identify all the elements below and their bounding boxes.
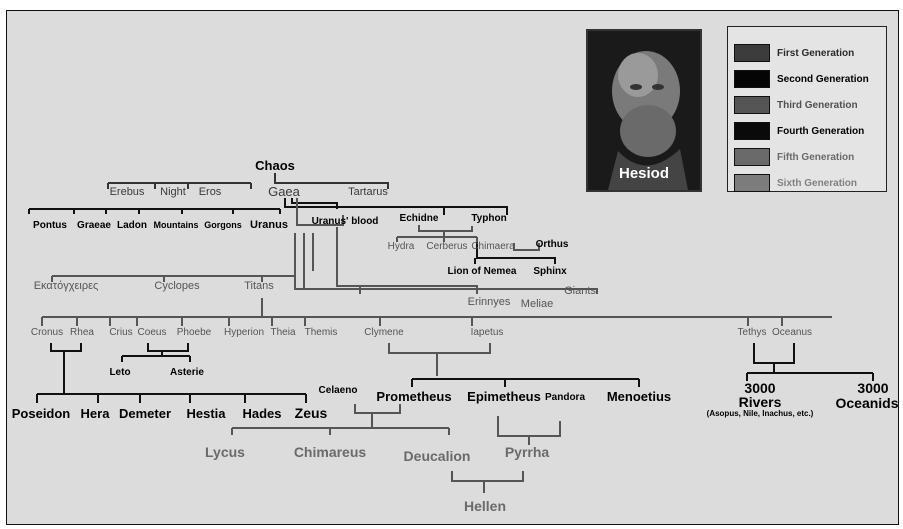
node-hades: Hades [242,406,282,421]
legend-label: Third Generation [777,100,858,111]
node-poseidon: Poseidon [11,406,71,421]
node-pontus: Pontus [33,220,67,231]
node-lycus: Lycus [205,444,245,460]
node-cyclopes: Cyclopes [154,280,200,292]
node-themis: Themis [304,327,338,338]
node-cerberus: Cerberus [426,241,468,252]
node-sphinx: Sphinx [533,266,567,277]
node-demeter: Demeter [118,406,172,421]
node-hydra: Hydra [387,241,415,252]
node-prometheus: Prometheus [376,389,452,404]
legend-label: First Generation [777,48,855,59]
legend-label: Sixth Generation [777,178,858,189]
node-gaea: Gaea [268,184,300,199]
node-echidne: Echidne [399,213,439,224]
node-typhon: Typhon [471,213,507,224]
node-erinnyes: Erinnyes [467,296,511,308]
node-epimetheus: Epimetheus [467,389,541,404]
legend-swatch [734,96,770,114]
node-uranus: Uranus [250,219,288,231]
node-coeus: Coeus [137,327,167,338]
node-chaos: Chaos [255,158,295,173]
node-hellen: Hellen [463,498,507,514]
node-cronus: Cronus [30,327,64,338]
node-theia: Theia [270,327,296,338]
node-rivers: Rivers [738,394,782,410]
legend-swatch [734,174,770,192]
node-meliae: Meliae [520,298,554,310]
node-rivers-count: 3000 [744,380,776,396]
genealogy-diagram: Hesiod First Generation Second Generatio… [6,10,899,525]
node-oceanids: Oceanids [835,395,899,411]
node-chimareus: Chimareus [293,444,367,460]
node-erebus: Erebus [109,186,145,198]
node-hestia: Hestia [186,406,226,421]
node-rivers-note: (Asopus, Nile, Inachus, etc.) [706,409,814,418]
node-eros: Eros [198,186,222,198]
node-phoebe: Phoebe [176,327,212,338]
node-asterie: Asterie [170,367,204,378]
node-orthus: Orthus [535,239,569,250]
node-celaeno: Celaeno [318,385,358,396]
node-night: Night [160,186,186,198]
node-tartarus: Tartarus [348,186,388,198]
node-hecatoncheires: Εκατόγχειρες [33,280,99,292]
node-oceanids-count: 3000 [857,380,889,396]
legend-label: Fourth Generation [777,126,865,137]
node-hera: Hera [80,406,110,421]
node-giants: Giants [564,285,596,297]
node-deucalion: Deucalion [403,448,471,464]
hesiod-portrait: Hesiod [586,29,702,192]
legend-swatch [734,148,770,166]
generation-legend: First Generation Second Generation Third… [727,26,887,192]
node-tethys: Tethys [737,327,767,338]
node-pyrrha: Pyrrha [504,444,550,460]
node-crius: Crius [109,327,133,338]
node-gorgons: Gorgons [204,220,242,230]
node-rhea: Rhea [70,327,94,338]
node-zeus: Zeus [294,405,328,421]
node-lion-of-nemea: Lion of Nemea [447,266,517,277]
node-leto: Leto [109,367,131,378]
legend-swatch [734,44,770,62]
node-iapetus: Iapetus [470,327,504,338]
portrait-caption: Hesiod [618,165,669,182]
tree-connectors [28,173,874,493]
node-hyperion: Hyperion [223,327,265,338]
node-ladon: Ladon [117,220,147,231]
node-chimaera: Chimaera [471,241,515,252]
node-pandora: Pandora [544,392,586,403]
node-clymene: Clymene [364,327,404,338]
legend-swatch [734,122,770,140]
node-titans: Titans [244,280,274,292]
node-menoetius: Menoetius [606,389,672,404]
legend-label: Fifth Generation [777,152,855,163]
legend-label: Second Generation [777,74,869,85]
node-uranus-blood: Uranus' blood [311,216,379,227]
node-mountains: Mountains [153,220,199,230]
legend-swatch [734,70,770,88]
node-graeae: Graeae [77,220,111,231]
hesiod-bust-image [588,31,700,190]
node-oceanus: Oceanus [771,327,813,338]
